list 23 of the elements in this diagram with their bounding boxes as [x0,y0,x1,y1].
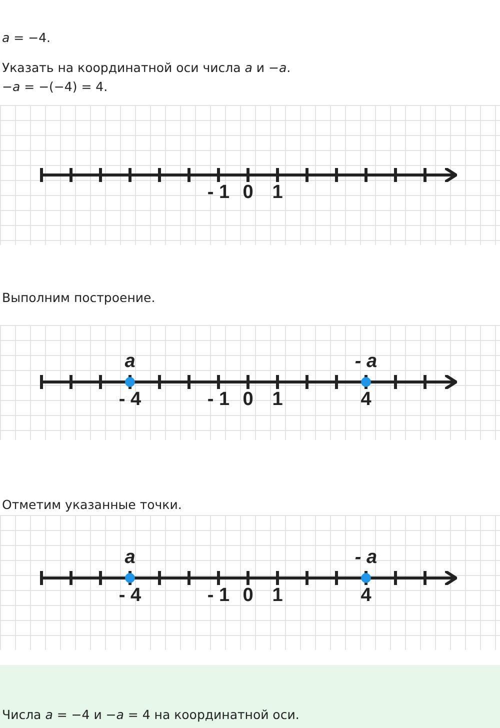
text-line: Отметим указанные точки. [2,497,182,512]
tick-label: - 1 [207,586,230,606]
point-label: - a [354,352,378,372]
tick-label: 1 [272,183,283,203]
tick-label: 4 [360,390,372,410]
tick-label: - 1 [207,183,230,203]
point-label: - a [354,548,378,568]
tick-label: 0 [242,586,254,606]
tick-label: 0 [242,183,254,203]
tick-label: 1 [272,390,283,410]
point-label: a [124,548,136,568]
tick-label: 4 [360,586,372,606]
tick-label: 1 [272,586,283,606]
text-line: Числа a = −4 и −a = 4 на координатной оси. [2,707,300,722]
point-label: a [124,352,136,372]
tick-label: - 4 [118,586,142,606]
text-line: Указать на координатной оси числа a и −a. [2,60,291,75]
text-line: −a = −(−4) = 4. [2,79,108,94]
tick-label: - 4 [118,390,142,410]
text-line: Выполним построение. [2,290,156,305]
tick-label: 0 [242,390,254,410]
text-line: a = −4. [2,30,50,45]
tick-label: - 1 [207,390,230,410]
